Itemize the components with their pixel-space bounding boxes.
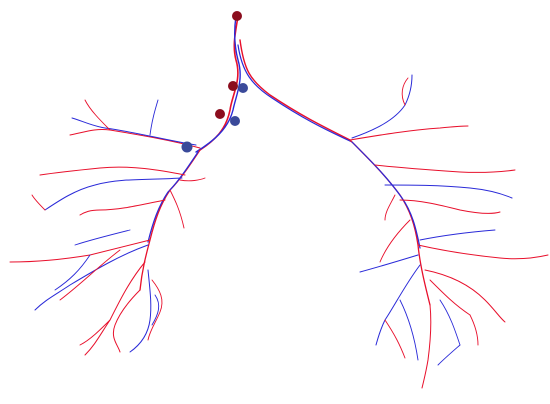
marker-mid-4	[230, 116, 240, 126]
right-branches	[349, 74, 549, 389]
trunk	[195, 15, 353, 153]
marker-top	[232, 11, 242, 21]
markers	[181, 11, 248, 153]
left-branches	[9, 99, 206, 356]
marker-mid-1	[228, 81, 238, 91]
marker-mid-3	[215, 109, 225, 119]
marker-left	[181, 141, 193, 153]
marker-mid-2	[238, 83, 248, 93]
